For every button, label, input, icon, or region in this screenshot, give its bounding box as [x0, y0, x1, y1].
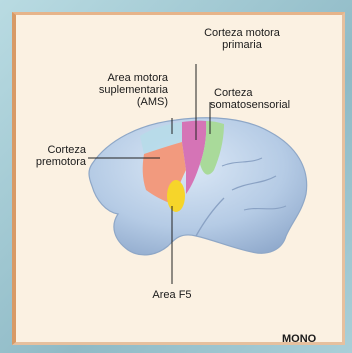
label-primary-motor: Corteza motora primaria [184, 27, 300, 51]
f5-region [167, 180, 185, 212]
label-sma: Area motora suplementaria (AMS) [76, 72, 168, 108]
label-species: MONO [282, 333, 316, 345]
label-somatosensory-line2: somatosensorial [210, 99, 330, 111]
label-primary-motor-line1: Corteza motora [184, 27, 300, 39]
label-somatosensory: Corteza somatosensorial [210, 87, 330, 111]
label-somatosensory-line1: Corteza [210, 87, 330, 99]
label-sma-line1: Area motora [76, 72, 168, 84]
label-sma-line2: suplementaria [76, 84, 168, 96]
label-f5-text: Area F5 [130, 289, 214, 301]
label-species-text: MONO [282, 333, 316, 345]
label-premotor: Corteza premotora [20, 144, 86, 168]
label-sma-line3: (AMS) [76, 96, 168, 108]
label-primary-motor-line2: primaria [184, 39, 300, 51]
label-premotor-line1: Corteza [20, 144, 86, 156]
label-f5: Area F5 [130, 289, 214, 301]
label-premotor-line2: premotora [20, 156, 86, 168]
